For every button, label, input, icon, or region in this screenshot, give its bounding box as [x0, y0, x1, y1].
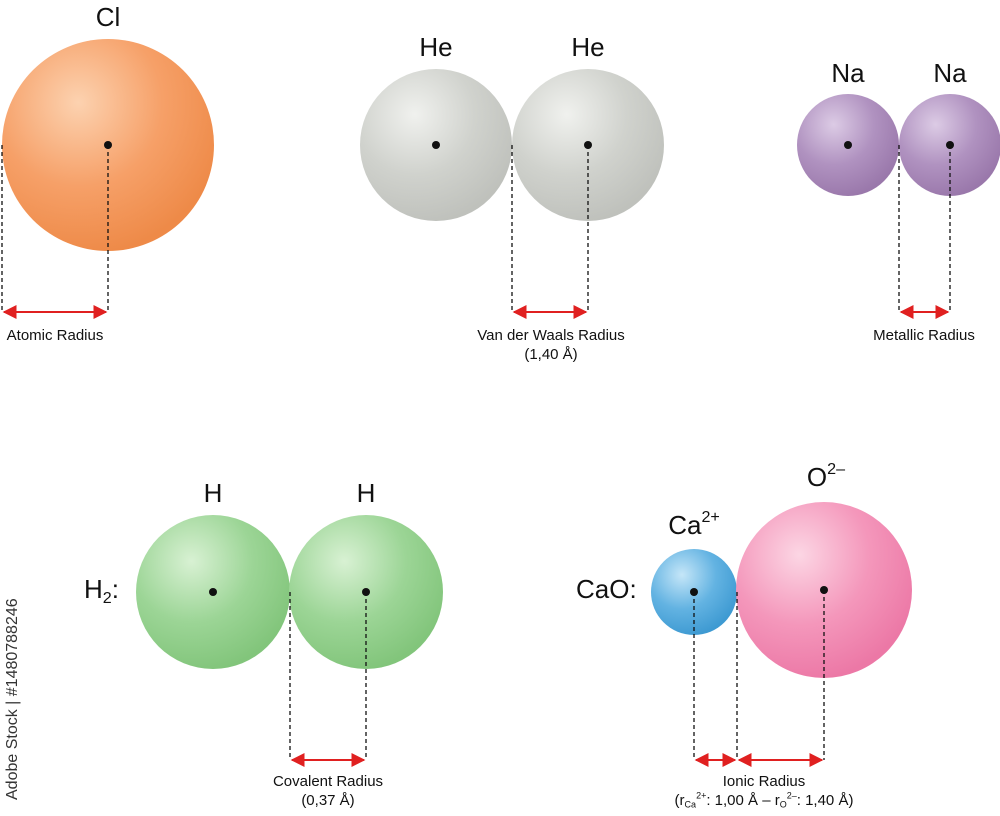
caption-atomic-radius: Atomic Radius [6, 327, 104, 344]
panel-atomic-radius [1, 39, 214, 319]
value-part: : 1,40 Å) [796, 792, 854, 809]
value-part: (r [674, 792, 685, 809]
watermark-text: Adobe Stock | #1480788246 [4, 598, 21, 800]
element-label-h-right: H [356, 478, 376, 508]
element-label-h-left: H [203, 478, 223, 508]
caption-text: Ionic Radius [722, 773, 806, 790]
caption-covalent-radius: Covalent Radius (0,37 Å) [273, 772, 383, 810]
panel-covalent-radius [136, 515, 443, 767]
caption-value: (1,40 Å) [524, 346, 578, 363]
ion-symbol: O [806, 462, 828, 492]
caption-value: (0,37 Å) [301, 792, 355, 809]
formula-suffix: : [111, 574, 119, 604]
ion-charge: 2+ [701, 507, 720, 526]
nucleus-dot [844, 141, 852, 149]
element-label-na-right: Na [933, 58, 967, 88]
element-label-he-right: He [571, 32, 605, 62]
panel-vdw-radius [360, 69, 664, 319]
caption-text: Van der Waals Radius [477, 327, 625, 344]
caption-metallic-radius: Metallic Radius [873, 327, 975, 344]
caption-ionic-radius: Ionic Radius (rCa2+: 1,00 Å – rO2–: 1,40… [675, 772, 854, 810]
formula-symbol: H [84, 574, 103, 604]
caption-value: (rCa2+: 1,00 Å – rO2–: 1,40 Å) [675, 791, 854, 810]
caption-vdw-radius: Van der Waals Radius (1,40 Å) [477, 326, 625, 364]
nucleus-dot [946, 141, 954, 149]
value-sub: O [779, 799, 787, 810]
element-label-he-left: He [419, 32, 453, 62]
formula-h2: H2: [84, 574, 119, 607]
ion-label-o: O2– [806, 459, 846, 493]
nucleus-dot [362, 588, 370, 596]
panel-metallic-radius [797, 94, 1000, 319]
caption-text: Covalent Radius [272, 773, 384, 790]
formula-cao: CaO: [576, 574, 637, 604]
value-sup: 2+ [696, 790, 707, 801]
element-label-na-left: Na [831, 58, 865, 88]
ion-symbol: Ca [668, 510, 702, 540]
ion-label-ca: Ca2+ [668, 507, 720, 541]
value-sup: 2– [786, 790, 797, 801]
formula-subscript: 2 [102, 588, 112, 607]
panel-ionic-radius [651, 502, 912, 767]
element-label-cl: Cl [95, 2, 121, 32]
nucleus-dot [820, 586, 828, 594]
nucleus-dot [690, 588, 698, 596]
nucleus-dot [584, 141, 592, 149]
value-sub: Ca [684, 799, 697, 810]
nucleus-dot [209, 588, 217, 596]
value-part: : 1,00 Å – r [706, 792, 780, 809]
ion-charge: 2– [827, 459, 846, 478]
nucleus-dot [104, 141, 112, 149]
nucleus-dot [432, 141, 440, 149]
